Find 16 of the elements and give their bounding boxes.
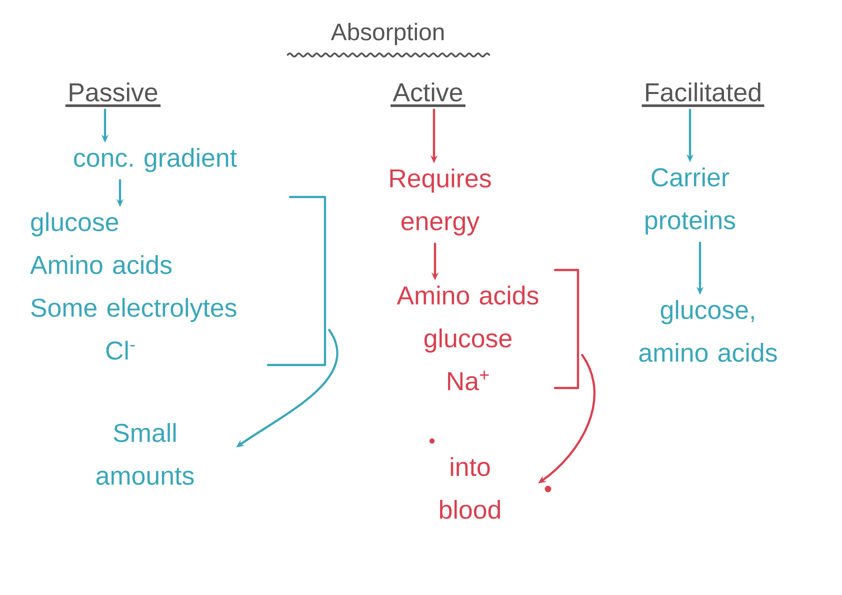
note-text: conc. gradient — [74, 148, 237, 172]
note-list: Amino acids glucose Na$^{+}$ — [396, 286, 538, 390]
note-text: Carrier proteins — [646, 168, 736, 234]
note-list: glucose Amino acids Some electrolytes Cl$^{-}$ — [30, 212, 236, 360]
node-label: Cl$^{-}$ — [106, 340, 135, 360]
title: Absorption — [330, 22, 444, 46]
column-heading: Passive — [70, 82, 158, 102]
node-label: Amino acids — [30, 255, 172, 274]
node-label: glucose — [31, 212, 118, 236]
column-heading: Active — [392, 82, 462, 102]
note-text: Small amounts — [96, 423, 194, 485]
note-text: Requires energy — [390, 168, 491, 236]
column-heading: Facilitated — [646, 82, 760, 102]
note-text: glucose, amino acids — [639, 300, 777, 362]
note-text: into blood — [440, 457, 500, 519]
node-label: Some electrolytes — [31, 298, 236, 322]
